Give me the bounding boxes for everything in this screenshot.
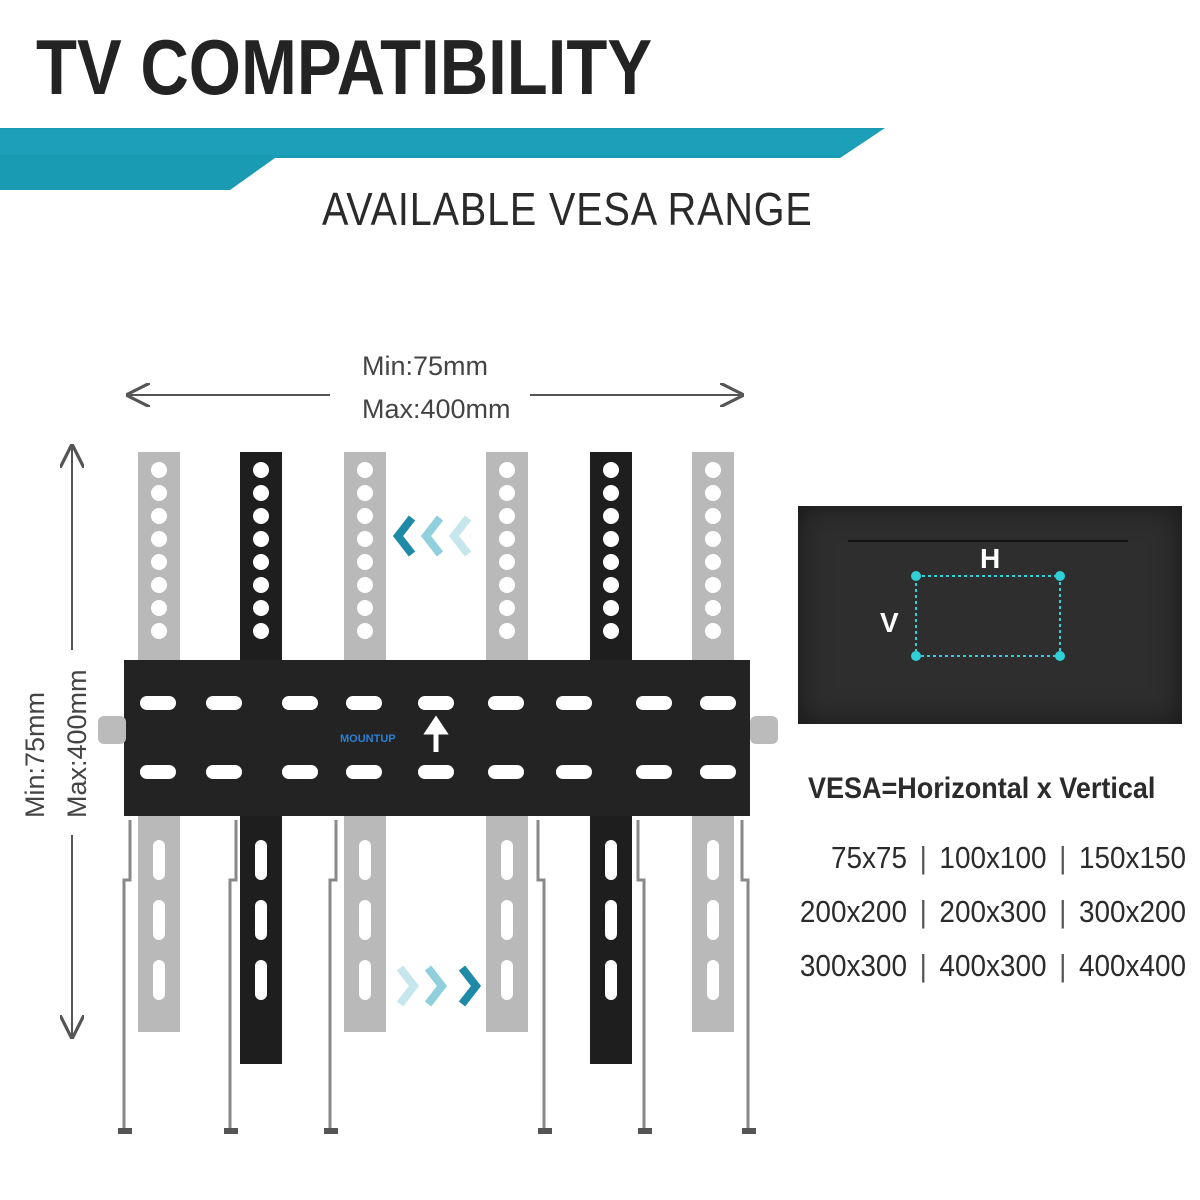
wall-plate-slots xyxy=(140,696,736,779)
vesa-equation: VESA=Horizontal x Vertical xyxy=(808,772,1156,805)
v-label: V xyxy=(880,607,899,638)
page-title: TV COMPATIBILITY xyxy=(36,23,653,111)
vesa-size: 75x75 xyxy=(830,840,907,875)
vesa-size: 100x100 xyxy=(939,840,1047,875)
vesa-size-list: 75x75| 100x100| 150x150 200x200| 200x300… xyxy=(766,840,1186,1002)
vesa-size: 200x300 xyxy=(939,894,1047,929)
vesa-size: 400x400 xyxy=(1078,948,1186,983)
vesa-pattern xyxy=(915,575,1061,657)
brand-logo: MOUNTUP xyxy=(340,733,396,745)
vesa-size: 150x150 xyxy=(1078,840,1186,875)
support-legs xyxy=(122,820,750,1130)
vesa-size: 200x200 xyxy=(799,894,907,929)
vesa-size: 300x300 xyxy=(799,948,907,983)
chevrons-left-icon xyxy=(392,515,472,557)
tv-back-figure: H V xyxy=(798,506,1182,724)
vesa-row: 75x75| 100x100| 150x150 xyxy=(808,840,1186,894)
vertical-max-label: Max:400mm xyxy=(62,669,92,818)
vesa-row: 300x300| 400x300| 400x400 xyxy=(800,948,1186,1002)
right-knob xyxy=(750,716,778,744)
header-banner xyxy=(0,128,885,190)
left-knob xyxy=(98,716,126,744)
vesa-size: 300x200 xyxy=(1078,894,1186,929)
h-label: H xyxy=(980,543,1000,574)
vesa-row: 200x200| 200x300| 300x200 xyxy=(800,894,1186,948)
vesa-size: 400x300 xyxy=(939,948,1047,983)
chevrons-right-icon xyxy=(396,965,482,1007)
up-arrow-icon xyxy=(423,715,449,752)
vertical-min-label: Min:75mm xyxy=(20,692,50,818)
horizontal-max-label: Max:400mm xyxy=(362,394,511,424)
page-subtitle: AVAILABLE VESA RANGE xyxy=(322,183,813,235)
horizontal-min-label: Min:75mm xyxy=(362,351,488,381)
